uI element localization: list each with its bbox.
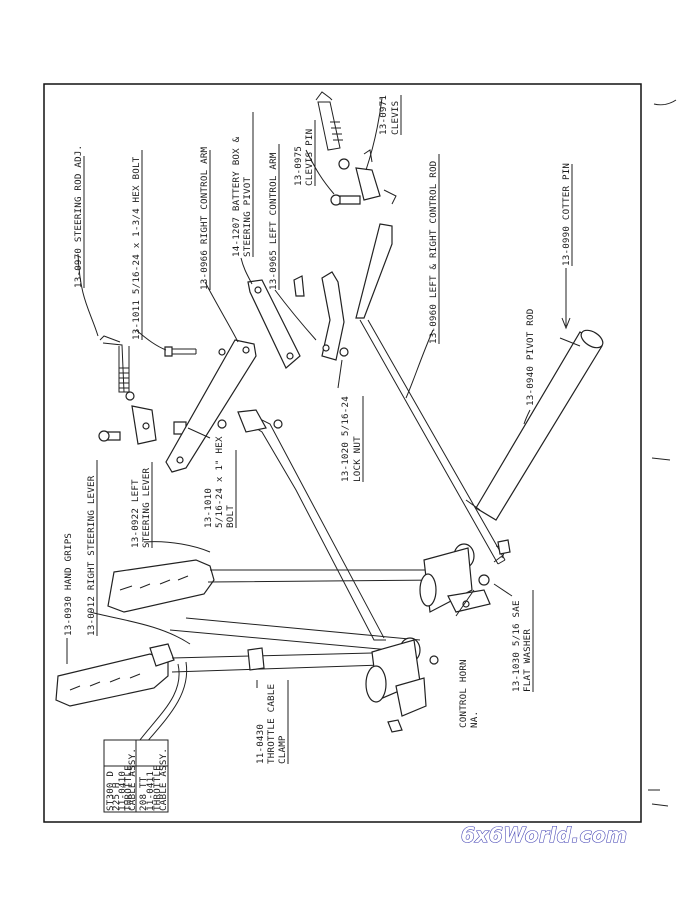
label-cable-clamp-line2: THROTTLE CABLE — [266, 684, 277, 764]
info-line: 11-0411 — [145, 771, 156, 811]
label-left-control-arm: 13-0965 LEFT CONTROL ARM — [268, 152, 279, 290]
small-bolt-drawing — [293, 275, 305, 297]
label-battery-box-line2: STEERING PIVOT — [242, 176, 253, 257]
control-horn-drawing — [447, 539, 511, 613]
label-cotter-pin: 13-0990 COTTER PIN — [561, 163, 572, 266]
left-steering-lever-drawing — [107, 543, 475, 613]
label-hand-grips: 13-0930 HAND GRIPS — [63, 533, 74, 636]
hex-bolt-long-drawing — [164, 346, 197, 357]
washer-drawing — [273, 419, 283, 429]
label-right-lever: 13-0912 RIGHT STEERING LEVER — [86, 475, 97, 636]
info-block-2: 208 TT 11-0411 THROTTLE CABLE ASSY. — [138, 748, 169, 811]
label-steering-rod-adj: 13-0970 STEERING ROD ADJ. — [73, 145, 84, 288]
washer-drawing — [217, 419, 227, 429]
label-control-horn-line1: CONTROL HORN — [458, 659, 469, 728]
label-hex-bolt-short-line2: 5/16-24 x 1" HEX — [214, 436, 225, 528]
info-line: CABLE ASSY. — [127, 748, 138, 811]
label-lock-nut-line2: LOCK NUT — [352, 436, 363, 482]
label-left-lever-line2: STEERING LEVER — [141, 467, 152, 548]
info-line: THROTTLE — [152, 765, 163, 811]
info-line: 225 H — [111, 782, 122, 811]
label-clevis-line2: CLEVIS — [390, 101, 401, 135]
label-right-control-arm: 13-0966 RIGHT CONTROL ARM — [199, 146, 210, 290]
label-clevis-line1: 13-0971 — [378, 95, 389, 135]
clevis-upper-drawing — [315, 91, 397, 206]
leader-lines — [66, 97, 571, 688]
label-flat-washer-line1: 13-1030 5/16 SAE — [511, 600, 522, 692]
label-flat-washer-line2: FLAT WASHER — [522, 629, 533, 692]
label-pivot-rod: 13-0940 PIVOT ROD — [525, 309, 536, 406]
label-hex-bolt-short-line1: 13-1010 — [203, 488, 214, 528]
info-block-1: ST300 D 225 H 11-0410 THROTTLE CABLE ASS… — [105, 748, 138, 811]
info-line: THROTTLE — [123, 765, 134, 811]
diagram-frame — [43, 83, 642, 823]
long-rods-drawing — [169, 409, 421, 653]
label-underlines — [83, 95, 573, 764]
label-cable-clamp-line3: CLAMP — [277, 735, 288, 764]
label-lock-nut-line1: 13-1020 5/16-24 — [340, 396, 351, 482]
part-drawings — [55, 91, 604, 761]
label-hex-bolt-long: 13-1011 5/16-24 x 1-3/4 HEX BOLT — [131, 156, 142, 340]
info-line: ST300 D — [105, 771, 116, 811]
pivot-rod-drawing — [465, 329, 604, 521]
label-battery-box-line1: 14-1207 BATTERY BOX & — [231, 136, 242, 257]
info-line: 208 TT — [138, 776, 149, 811]
part-labels: 13-0970 STEERING ROD ADJ. 13-1011 5/16-2… — [63, 95, 572, 764]
control-rod-drawing — [355, 223, 506, 565]
left-control-arm-drawing — [321, 271, 349, 361]
label-hex-bolt-short-line3: BOLT — [225, 505, 236, 528]
steering-rod-adj-drawing — [99, 335, 130, 393]
label-clevis-pin-line2: CLEVIS PIN — [304, 129, 315, 186]
throttle-cable-info-box: ST300 D 225 H 11-0410 THROTTLE CABLE ASS… — [103, 739, 169, 813]
info-line: 11-0410 — [117, 771, 128, 811]
label-clevis-pin-line1: 13-0975 — [293, 146, 304, 186]
margin-mark — [651, 457, 671, 461]
info-line: CABLE ASSY. — [158, 748, 169, 811]
label-control-horn-line2: NA. — [469, 711, 480, 728]
margin-mark — [648, 789, 669, 807]
margin-mark — [653, 99, 677, 106]
clevis-left-drawing — [98, 391, 187, 445]
label-cable-clamp-line1: 11-0430 — [255, 724, 266, 764]
battery-box-plate-drawing — [247, 279, 301, 369]
watermark-logo: 6x6World.com — [461, 823, 628, 847]
right-steering-lever-drawing — [55, 637, 439, 761]
label-control-rod: 13-0960 LEFT & RIGHT CONTROL ROD — [428, 161, 439, 344]
label-left-lever-line1: 13-0922 LEFT — [130, 479, 141, 548]
right-control-arm-drawing — [165, 339, 257, 473]
